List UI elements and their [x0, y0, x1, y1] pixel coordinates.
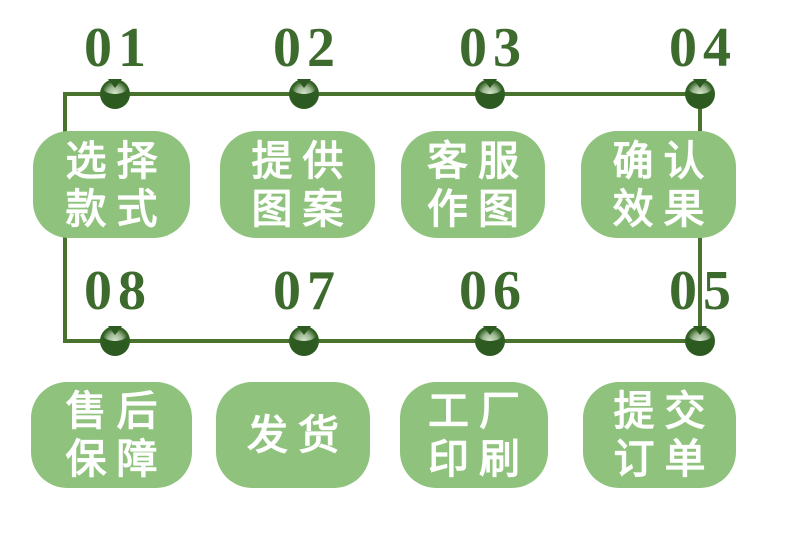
- node-dot-01: [100, 79, 130, 109]
- step-box-label: 效果: [612, 185, 715, 232]
- step-box-choose-style: 选择 款式: [33, 131, 190, 238]
- connector-line-bottom: [63, 339, 702, 343]
- step-number-02: 02: [273, 17, 341, 79]
- node-dot-02: [289, 79, 319, 109]
- step-box-label: 工厂: [428, 388, 530, 434]
- node-dot-06: [475, 326, 505, 356]
- step-box-label: 订单: [613, 436, 716, 482]
- step-number-08: 08: [84, 260, 152, 322]
- step-number-04: 04: [669, 17, 737, 79]
- step-box-service-drafting: 客服 作图: [401, 131, 545, 238]
- node-dot-03: [475, 79, 505, 109]
- step-box-label: 选择: [65, 137, 168, 184]
- step-box-label: 图案: [251, 185, 354, 232]
- step-box-label: 保障: [65, 436, 168, 482]
- node-dot-04: [685, 79, 715, 109]
- node-dot-08: [100, 326, 130, 356]
- step-box-provide-artwork: 提供 图案: [220, 131, 375, 238]
- step-box-shipping: 发货: [216, 382, 370, 488]
- node-dot-05: [685, 326, 715, 356]
- step-number-07: 07: [273, 260, 341, 322]
- step-box-aftersales-support: 售后 保障: [31, 382, 192, 488]
- step-number-01: 01: [84, 17, 152, 79]
- node-dot-07: [289, 326, 319, 356]
- step-box-label: 发货: [247, 412, 349, 458]
- step-box-label: 款式: [65, 185, 168, 232]
- step-box-label: 确认: [612, 137, 715, 184]
- step-number-03: 03: [459, 17, 527, 79]
- step-box-label: 提供: [251, 137, 354, 184]
- step-box-label: 作图: [427, 185, 529, 232]
- step-number-06: 06: [459, 260, 527, 322]
- step-box-factory-printing: 工厂 印刷: [400, 382, 548, 488]
- step-box-label: 印刷: [428, 436, 530, 482]
- step-box-submit-order: 提交 订单: [583, 382, 736, 488]
- connector-line-top: [63, 92, 702, 96]
- step-box-label: 售后: [65, 388, 168, 434]
- step-box-confirm-proof: 确认 效果: [581, 131, 736, 238]
- step-box-label: 提交: [613, 388, 716, 434]
- step-box-label: 客服: [427, 137, 529, 184]
- step-number-05: 05: [669, 260, 737, 322]
